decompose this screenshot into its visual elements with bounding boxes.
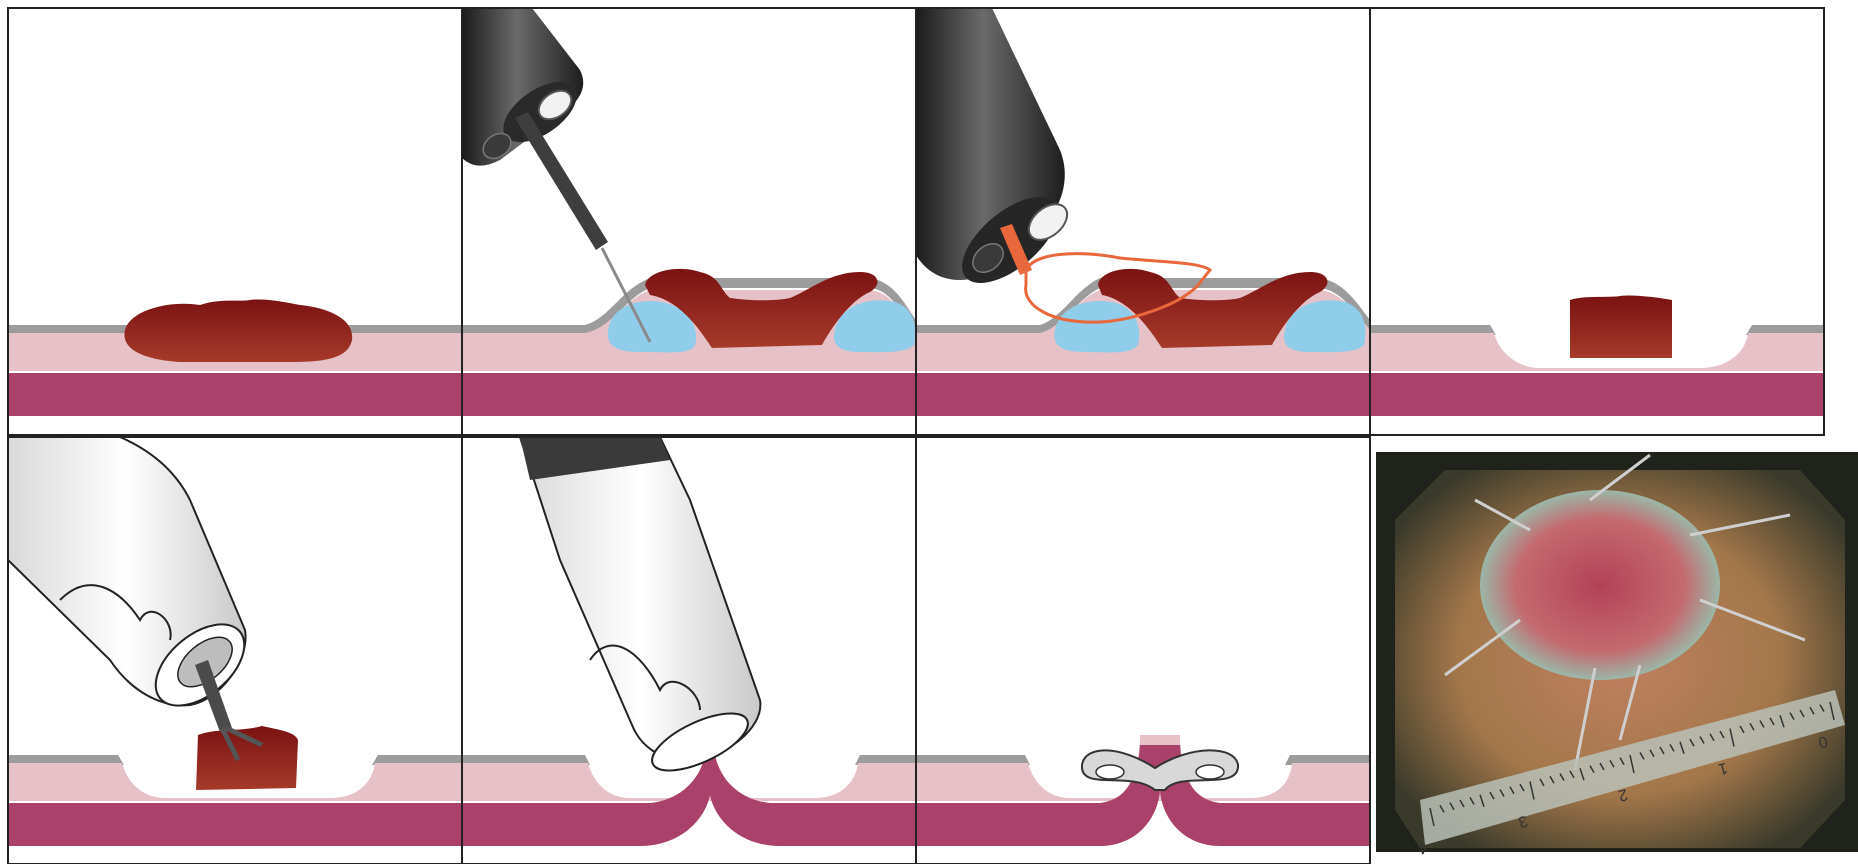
panel-3-snare [916,8,1370,435]
muscularis-layer [8,373,462,416]
specimen-lesion [1480,490,1720,680]
panel-7-clip-closure [916,437,1370,864]
panel-2-injection [462,8,916,435]
muscularis-layer [916,373,1370,416]
panel-6-suction [462,437,916,864]
panel-5-forceps [8,437,462,864]
muscularis-layer [8,803,462,846]
lesion [124,299,352,362]
panel-4-resected [1370,8,1824,435]
panel-1-lesion [8,8,462,435]
residual-tissue [1570,295,1672,358]
muscularis-layer [1370,373,1824,416]
muscularis-layer [462,373,916,416]
